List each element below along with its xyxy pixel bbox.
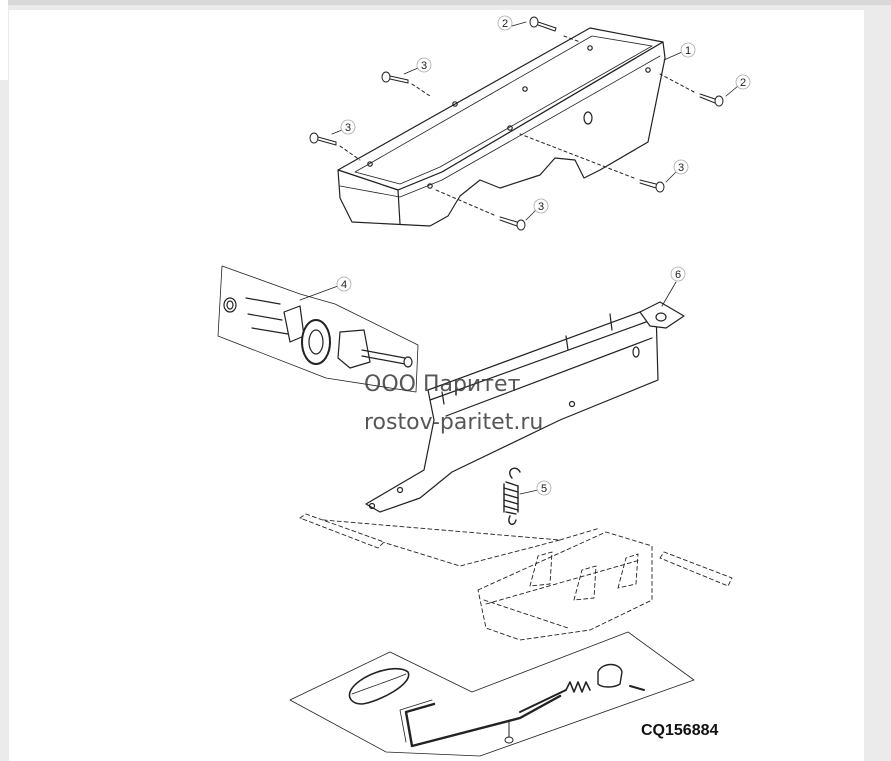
callout-label: 6 (675, 269, 681, 281)
shaft (361, 349, 406, 359)
rod-spring (565, 681, 591, 693)
top-border (0, 0, 891, 5)
l-rod-inner (399, 699, 433, 743)
carriage-edge (485, 559, 641, 605)
spring-coil (503, 481, 519, 515)
callout-label: 2 (502, 18, 508, 30)
small-pin (629, 685, 645, 691)
bracket-slot (632, 346, 640, 358)
bracket-hole (568, 400, 576, 408)
screw-icon (519, 133, 665, 193)
bracket-stud (565, 335, 569, 351)
knob-cap-inner (226, 300, 234, 310)
callout-label: 3 (421, 60, 427, 72)
callout-5: 5 (519, 480, 552, 496)
housing-hole (452, 101, 458, 107)
end-cap (597, 663, 623, 688)
figure-code: CQ156884 (641, 722, 719, 739)
cushion-pad-edge (351, 673, 407, 695)
callout-4: 4 (299, 276, 352, 301)
carriage-pocket (529, 551, 553, 587)
tab-hole (655, 312, 667, 322)
callout-2-right: 2 (725, 74, 751, 97)
carriage-pocket (617, 553, 639, 589)
mechanism-assembly (217, 265, 419, 393)
housing-hole (645, 67, 651, 73)
housing-hole (427, 183, 433, 189)
assembly-outline-box (299, 517, 561, 567)
right-rod (659, 551, 733, 587)
mechanism-outline-box (217, 265, 419, 393)
housing-side-face (337, 41, 666, 227)
housing-corner-line (397, 189, 401, 225)
watermark-company: ООО Паритет (364, 372, 521, 397)
bottom-assembly (289, 631, 695, 757)
callouts: 2 1 2 3 3 3 3 (299, 15, 751, 496)
gear-wheel-inner (308, 329, 324, 355)
pin (251, 327, 289, 335)
shaft (361, 355, 406, 365)
callout-label: 3 (345, 122, 351, 134)
left-rod (299, 513, 385, 549)
shaft-end (403, 356, 413, 368)
bracket-fold-line (429, 321, 647, 401)
screw-icon (659, 73, 724, 107)
bracket-hole (396, 486, 404, 494)
callout-3-a: 3 (403, 57, 432, 75)
l-rod (404, 694, 562, 748)
callout-label: 4 (341, 279, 347, 291)
callout-label: 1 (685, 45, 691, 57)
carriage-pocket (573, 565, 597, 601)
callout-3-b: 3 (331, 119, 356, 135)
callout-label: 3 (678, 162, 684, 174)
bracket-tab (639, 301, 685, 329)
rod-tube (519, 689, 567, 713)
pin (247, 313, 283, 321)
spring-hook-top (509, 467, 521, 479)
pin (245, 297, 281, 305)
bracket-stud (609, 313, 613, 331)
cam-block (337, 329, 371, 369)
callout-label: 3 (538, 201, 544, 213)
callout-2-top: 2 (497, 15, 527, 31)
housing-hole (587, 45, 593, 51)
callout-label: 2 (740, 77, 746, 89)
housing-edge-line (339, 55, 661, 198)
screw-icon (504, 721, 514, 744)
callout-6: 6 (661, 266, 686, 307)
bracket-plate (283, 305, 305, 343)
lower-assembly (299, 513, 733, 641)
housing-hole (507, 125, 513, 131)
screw-icon (529, 16, 581, 43)
bracket-fold-line (445, 337, 653, 417)
watermark-url: rostov-paritet.ru (364, 410, 544, 435)
left-panel-edge (0, 0, 8, 80)
bottom-outline-box (289, 631, 695, 757)
callout-3-c: 3 (665, 159, 689, 183)
gear-wheel (301, 319, 331, 365)
bracket-hole (368, 502, 376, 510)
lever-bracket (365, 301, 685, 513)
assembly-guide-line (559, 527, 601, 541)
screw-icon (309, 132, 361, 161)
screws (309, 16, 724, 231)
spring-hook-bottom (508, 515, 517, 526)
callout-3-d: 3 (525, 198, 549, 221)
assembly-guide-line (483, 599, 569, 629)
callout-1: 1 (663, 42, 696, 61)
housing-slot (583, 111, 593, 125)
callout-label: 5 (541, 483, 547, 495)
housing-hole (367, 161, 373, 167)
armrest-housing (337, 27, 666, 227)
bracket-stud (441, 391, 445, 405)
spring-icon (503, 467, 521, 526)
housing-hole (522, 86, 528, 92)
housing-inner-cavity (354, 35, 653, 185)
screw-icon (381, 71, 431, 97)
screw-icon (435, 189, 526, 231)
carriage-block (477, 531, 653, 641)
knob-cap (223, 297, 237, 313)
cushion-pad (348, 667, 410, 705)
